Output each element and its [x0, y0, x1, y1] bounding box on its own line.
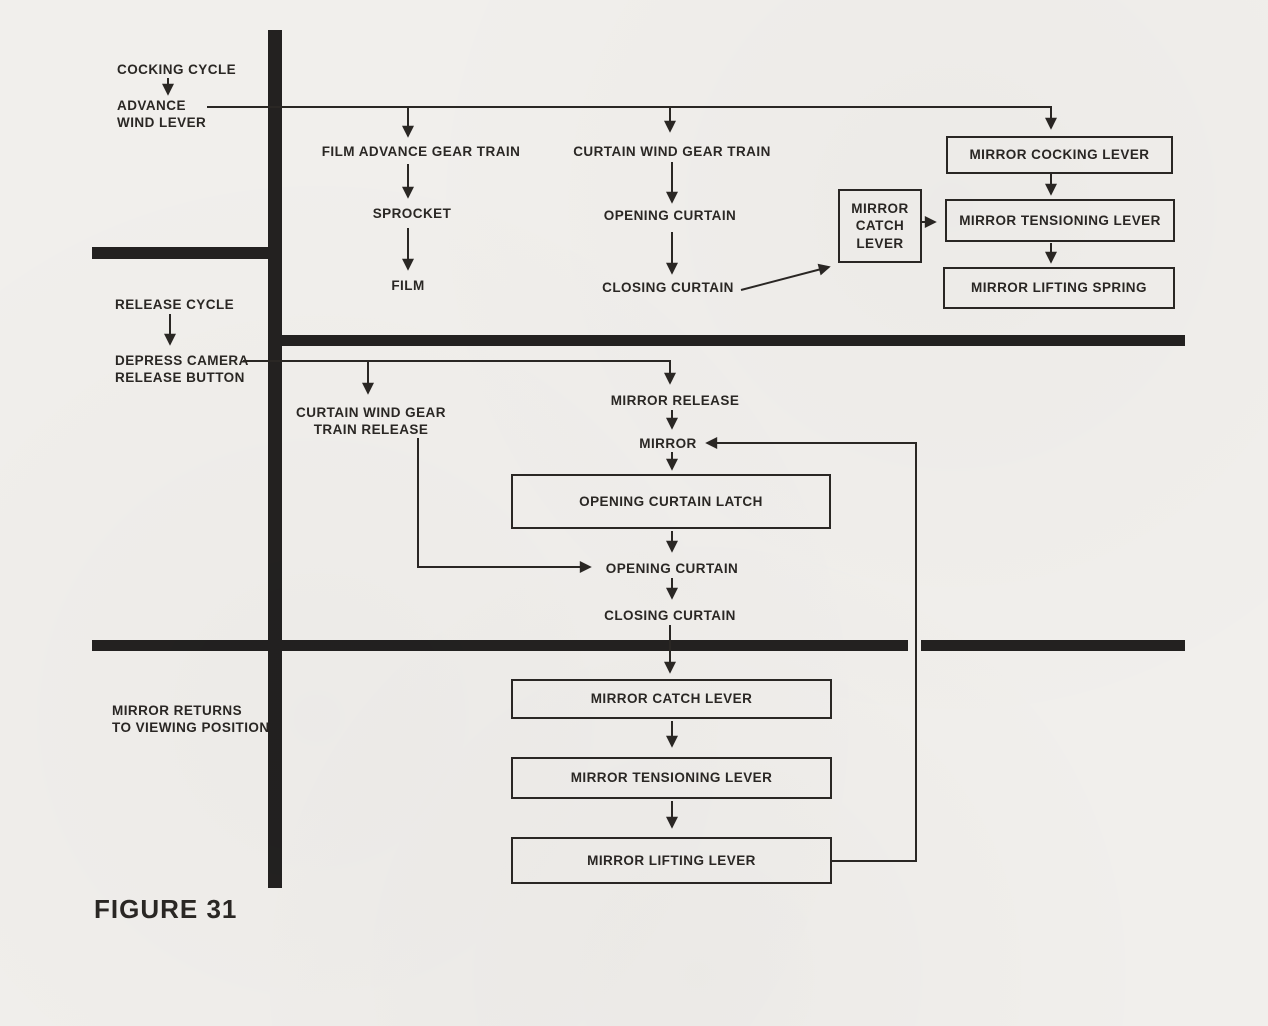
line-release-button	[243, 360, 676, 385]
mirror-lifting-lever-box: MIRROR LIFTING LEVER	[511, 837, 832, 884]
figure-caption: FIGURE 31	[94, 894, 238, 924]
divider-bar-release-section	[282, 335, 1185, 346]
mirror-tensioning-lever-box: MIRROR TENSIONING LEVER	[945, 199, 1175, 242]
advance-wind-lever-label: ADVANCE WIND LEVER	[117, 98, 207, 131]
mirror-label: MIRROR	[639, 436, 697, 451]
line-advance-wind-lever	[207, 106, 1057, 130]
mirror-tensioning-lever-box-2: MIRROR TENSIONING LEVER	[511, 757, 832, 799]
opening-curtain-label-2: OPENING CURTAIN	[605, 561, 739, 576]
closing-curtain-label-2: CLOSING CURTAIN	[604, 608, 736, 623]
divider-bar-return-section-left	[92, 640, 908, 651]
divider-vertical-bar	[268, 30, 282, 888]
mirror-returns-label: MIRROR RETURNS TO VIEWING POSITION	[112, 703, 270, 736]
film-advance-gear-train-label: FILM ADVANCE GEAR TRAIN	[321, 144, 521, 159]
curtain-wind-gear-train-release-label: CURTAIN WIND GEAR TRAIN RELEASE	[296, 405, 446, 438]
depress-camera-release-label: DEPRESS CAMERA RELEASE BUTTON	[115, 353, 249, 386]
opening-curtain-latch-box: OPENING CURTAIN LATCH	[511, 474, 831, 529]
mirror-catch-lever-small-box: MIRROR CATCH LEVER	[838, 189, 922, 263]
opening-curtain-label-1: OPENING CURTAIN	[603, 208, 737, 223]
divider-bar-return-section-right	[921, 640, 1185, 651]
arrow-closing-to-catch-lever	[740, 263, 831, 291]
curtain-wind-gear-train-label: CURTAIN WIND GEAR TRAIN	[573, 144, 771, 159]
sprocket-label: SPROCKET	[372, 206, 452, 221]
mirror-cocking-lever-box: MIRROR COCKING LEVER	[946, 136, 1173, 174]
mirror-lifting-spring-box: MIRROR LIFTING SPRING	[943, 267, 1175, 309]
mirror-release-label: MIRROR RELEASE	[610, 393, 740, 408]
release-cycle-title: RELEASE CYCLE	[115, 297, 235, 312]
closing-curtain-label-1: CLOSING CURTAIN	[602, 280, 734, 295]
cocking-cycle-title: COCKING CYCLE	[117, 62, 237, 77]
divider-bar-left-short	[92, 247, 282, 259]
mirror-catch-lever-box: MIRROR CATCH LEVER	[511, 679, 832, 719]
film-label: FILM	[391, 278, 425, 293]
